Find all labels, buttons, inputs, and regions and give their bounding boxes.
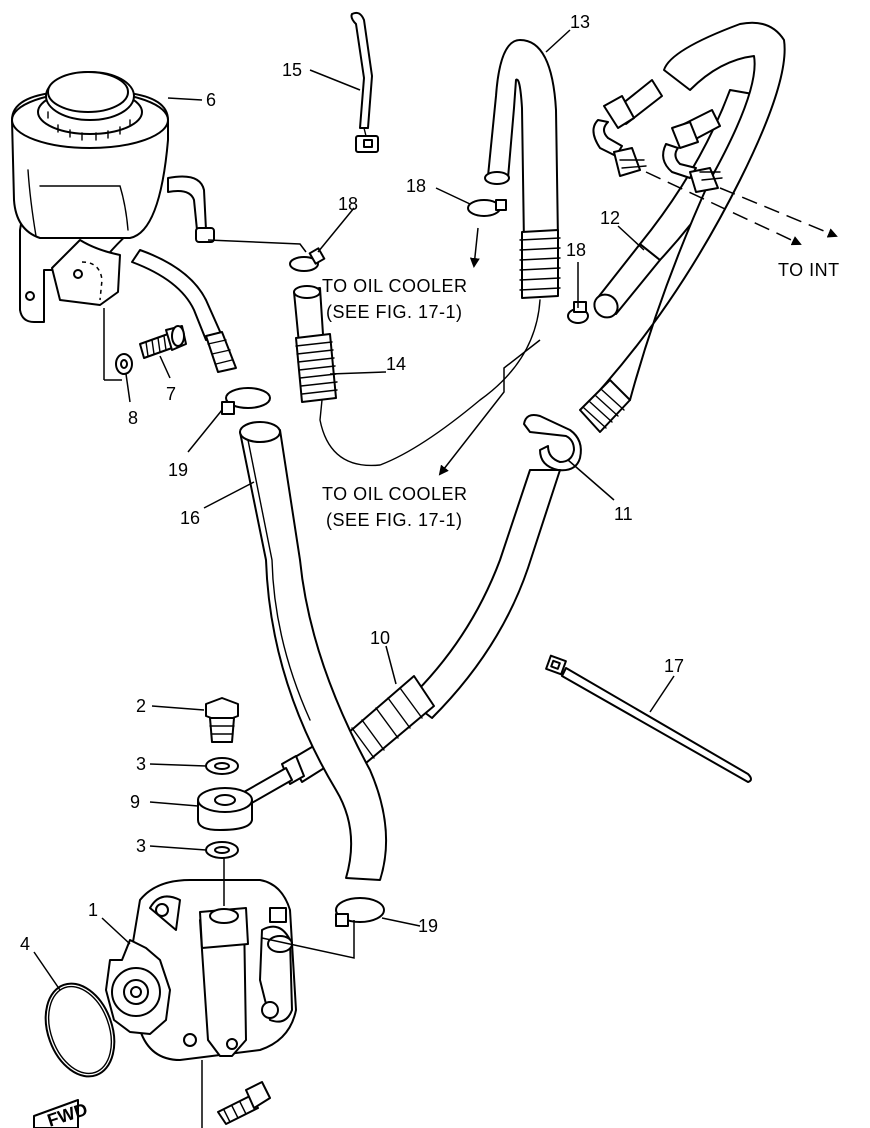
fwd-mark: FWD [33,1099,90,1128]
callout-12: 12 [600,208,620,228]
washer-3-bottom [205,841,239,859]
note-oil-cooler-1-line1: TO OIL COOLER [322,276,468,296]
bolt-7 [139,325,187,359]
callout-8: 8 [128,408,138,428]
leader-lines [33,29,675,991]
callout-19-top: 19 [168,460,188,480]
note-oil-cooler-2-line2: (SEE FIG. 17-1) [326,510,463,530]
note-oil-cooler-2-line1: TO OIL COOLER [322,484,468,504]
callout-16: 16 [180,508,200,528]
hose-14 [293,285,338,403]
clamp-19-bottom [335,897,385,927]
hose-13 [319,39,561,467]
callout-3-top: 3 [136,754,146,774]
callout-17: 17 [664,656,684,676]
callout-7: 7 [166,384,176,404]
callout-11: 11 [614,504,633,524]
callout-18-top: 18 [406,176,426,196]
callout-13: 13 [570,12,590,32]
banjo-bolt-2 [205,697,239,743]
fwd-label: FWD [45,1099,90,1128]
reservoir-tank [11,71,237,381]
clamp-18-right [567,301,589,324]
callout-2: 2 [136,696,146,716]
clamp-18-left [289,247,326,272]
washer-3-top [205,757,239,775]
callout-10: 10 [370,628,390,648]
hose-clamp-11 [523,379,631,472]
callout-4: 4 [20,934,30,954]
callout-15: 15 [282,60,302,80]
o-ring-4 [44,982,116,1078]
callout-numbers: 1 2 3 3 4 6 7 8 9 10 11 12 13 14 15 16 1… [20,12,684,954]
cable-tie-17 [545,654,752,783]
callout-3-bottom: 3 [136,836,146,856]
callout-9: 9 [130,792,140,812]
metal-pipes [592,79,838,246]
callout-14: 14 [386,354,406,374]
note-to-int: TO INT [778,260,840,280]
power-steering-pump-1 [105,858,297,1061]
banjo-9 [197,787,253,831]
callout-6: 6 [206,90,216,110]
callout-19-bottom: 19 [418,916,438,936]
callout-18-left: 18 [338,194,358,214]
return-hose-16 [239,421,388,881]
notes: TO OIL COOLER (SEE FIG. 17-1) TO OIL COO… [322,260,840,530]
callout-18-right: 18 [566,240,586,260]
washer-8 [115,353,133,375]
callout-1: 1 [88,900,98,920]
clamp-18-top [467,199,507,217]
tie-strap-15 [350,11,379,153]
pump-bolt [201,1060,271,1128]
clamp-19-top [221,387,271,415]
note-oil-cooler-1-line2: (SEE FIG. 17-1) [326,302,463,322]
